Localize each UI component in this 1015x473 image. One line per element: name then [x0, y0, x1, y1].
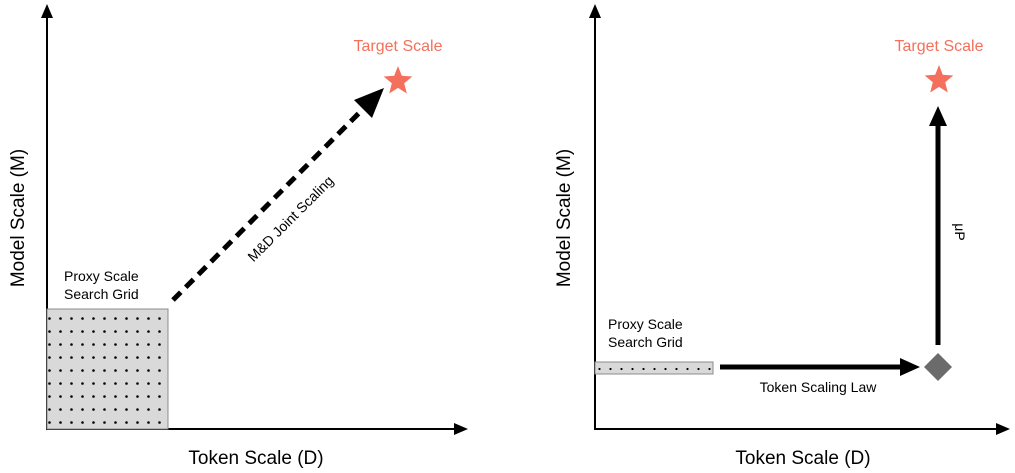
right-proxy-label-line2: Search Grid: [608, 334, 683, 350]
right-x-axis-label: Token Scale (D): [735, 448, 870, 469]
left-proxy-label-line1: Proxy Scale: [64, 268, 139, 284]
left-proxy-label-line2: Search Grid: [64, 286, 139, 302]
right-target-label: Target Scale: [895, 38, 984, 55]
left-y-axis-label: Model Scale (M): [8, 149, 29, 287]
right-mup-arrowhead: [929, 106, 947, 126]
left-proxy-grid-dots: [47, 309, 168, 429]
right-horizontal-arrow-label: Token Scaling Law: [760, 379, 878, 395]
left-target-label: Target Scale: [354, 38, 443, 55]
left-joint-scaling-arrowhead: [354, 88, 384, 118]
right-target-star-icon: [924, 65, 954, 93]
right-panel: Model Scale (M) Token Scale (D) Proxy Sc…: [554, 4, 1010, 469]
left-joint-scaling-arrow: [171, 104, 368, 302]
right-axes: [589, 4, 1010, 435]
right-vertical-arrow-label: μP: [952, 223, 968, 240]
right-y-axis-arrowhead: [589, 4, 601, 18]
left-y-axis-arrowhead: [41, 4, 53, 18]
right-x-axis-arrowhead: [996, 423, 1010, 435]
right-token-scaling-arrowhead: [900, 358, 920, 376]
left-x-axis-label: Token Scale (D): [188, 448, 323, 469]
left-target-star-icon: [383, 66, 413, 94]
left-panel: Model Scale (M) Token Scale (D) Proxy Sc…: [8, 4, 468, 469]
right-diamond-icon: [924, 353, 952, 381]
right-proxy-label-line1: Proxy Scale: [608, 316, 683, 332]
right-y-axis-label: Model Scale (M): [554, 149, 575, 287]
right-proxy-grid-dots: [595, 362, 713, 374]
left-arrow-label: M&D Joint Scaling: [244, 172, 336, 264]
left-x-axis-arrowhead: [454, 423, 468, 435]
